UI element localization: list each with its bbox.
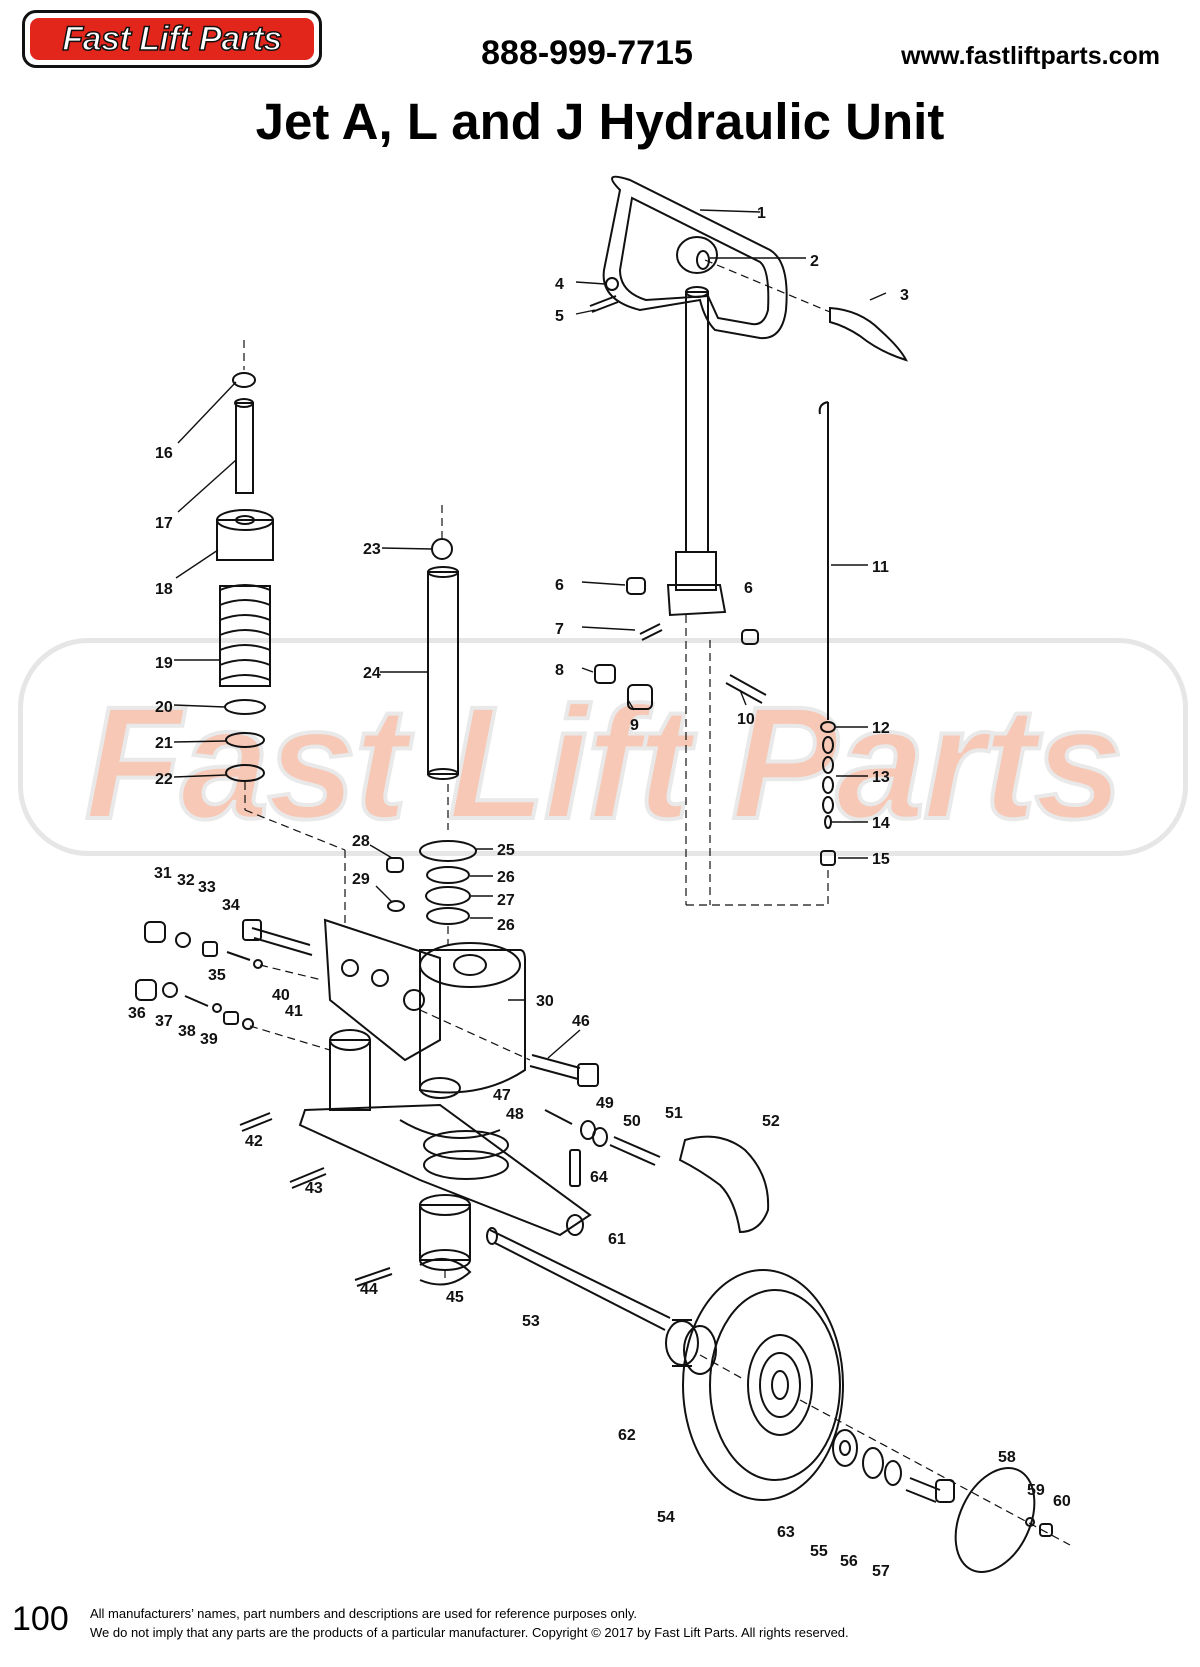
- callout-13: 13: [872, 769, 890, 786]
- callout-36: 36: [128, 1005, 146, 1022]
- callout-28: 28: [352, 833, 370, 850]
- callout-12: 12: [872, 720, 890, 737]
- page-number: 100: [12, 1600, 69, 1638]
- callout-45: 45: [446, 1289, 464, 1306]
- callout-5: 5: [555, 308, 564, 325]
- footer-disclaimer: All manufacturers’ names, part numbers a…: [90, 1604, 849, 1642]
- callout-25: 25: [497, 842, 515, 859]
- callout-55: 55: [810, 1543, 828, 1560]
- pump-body-part: [298, 918, 592, 1271]
- callout-38: 38: [178, 1023, 196, 1040]
- callout-16: 16: [155, 445, 173, 462]
- callout-53: 53: [522, 1313, 540, 1330]
- callout-24: 24: [363, 665, 381, 682]
- callout-52: 52: [762, 1113, 780, 1130]
- callout-20: 20: [155, 699, 173, 716]
- callout-50: 50: [623, 1113, 641, 1130]
- page-title: Jet A, L and J Hydraulic Unit: [255, 93, 945, 150]
- callout-26: 26: [497, 869, 515, 886]
- callout-43: 43: [305, 1180, 323, 1197]
- brand-logo: Fast Lift Parts: [22, 10, 322, 68]
- callout-19: 19: [155, 655, 173, 672]
- footer-line-2: We do not imply that any parts are the p…: [90, 1625, 849, 1640]
- callout-15: 15: [872, 851, 890, 868]
- callout-56: 56: [840, 1553, 858, 1570]
- callout-numbers: 1 2 3 4 5 6 6 7 8 9 10 11 12 13 14 15 16…: [128, 205, 1071, 1580]
- callout-30: 30: [536, 993, 554, 1010]
- callout-60: 60: [1053, 1493, 1071, 1510]
- brand-logo-text: Fast Lift Parts: [62, 19, 283, 59]
- callout-9: 9: [630, 717, 639, 734]
- callout-41: 41: [285, 1003, 303, 1020]
- callout-21: 21: [155, 735, 173, 752]
- callout-59: 59: [1027, 1482, 1045, 1499]
- callout-62: 62: [618, 1427, 636, 1444]
- callout-22: 22: [155, 771, 173, 788]
- callout-58: 58: [998, 1449, 1016, 1466]
- callout-4: 4: [555, 276, 564, 293]
- callout-27: 27: [497, 892, 515, 909]
- callout-33: 33: [198, 879, 216, 896]
- callout-46: 46: [572, 1013, 590, 1030]
- callout-42: 42: [245, 1133, 263, 1150]
- callout-34: 34: [222, 897, 240, 914]
- callout-63: 63: [777, 1524, 795, 1541]
- callout-6b: 6: [744, 580, 753, 597]
- callout-37: 37: [155, 1013, 173, 1030]
- callout-10: 10: [737, 711, 755, 728]
- wheel-part: [682, 1269, 844, 1501]
- callout-7: 7: [555, 621, 564, 638]
- callout-40: 40: [272, 987, 290, 1004]
- callout-1: 1: [757, 205, 766, 222]
- callout-44: 44: [360, 1281, 378, 1298]
- callout-48: 48: [506, 1106, 524, 1123]
- callout-26b: 26: [497, 917, 515, 934]
- handle-part: [602, 175, 788, 617]
- callout-47: 47: [493, 1087, 511, 1104]
- website-url: www.fastliftparts.com: [901, 42, 1160, 70]
- callout-23: 23: [363, 541, 381, 558]
- callout-61: 61: [608, 1231, 626, 1248]
- callout-3: 3: [900, 287, 909, 304]
- callout-14: 14: [872, 815, 890, 832]
- callout-57: 57: [872, 1563, 890, 1580]
- callout-32: 32: [177, 872, 195, 889]
- callout-49: 49: [596, 1095, 614, 1112]
- callout-2: 2: [810, 253, 819, 270]
- callout-64: 64: [590, 1169, 608, 1186]
- callout-51: 51: [665, 1105, 683, 1122]
- callout-29: 29: [352, 871, 370, 888]
- callout-54: 54: [657, 1509, 675, 1526]
- phone-number: 888-999-7715: [481, 34, 693, 72]
- callout-17: 17: [155, 515, 173, 532]
- callout-11: 11: [872, 559, 889, 576]
- footer-line-1: All manufacturers’ names, part numbers a…: [90, 1606, 637, 1621]
- callout-35: 35: [208, 967, 226, 984]
- brand-logo-badge: Fast Lift Parts: [30, 18, 314, 60]
- callout-6: 6: [555, 577, 564, 594]
- callout-18: 18: [155, 581, 173, 598]
- callout-39: 39: [200, 1031, 218, 1048]
- callout-8: 8: [555, 662, 564, 679]
- callout-31: 31: [154, 865, 172, 882]
